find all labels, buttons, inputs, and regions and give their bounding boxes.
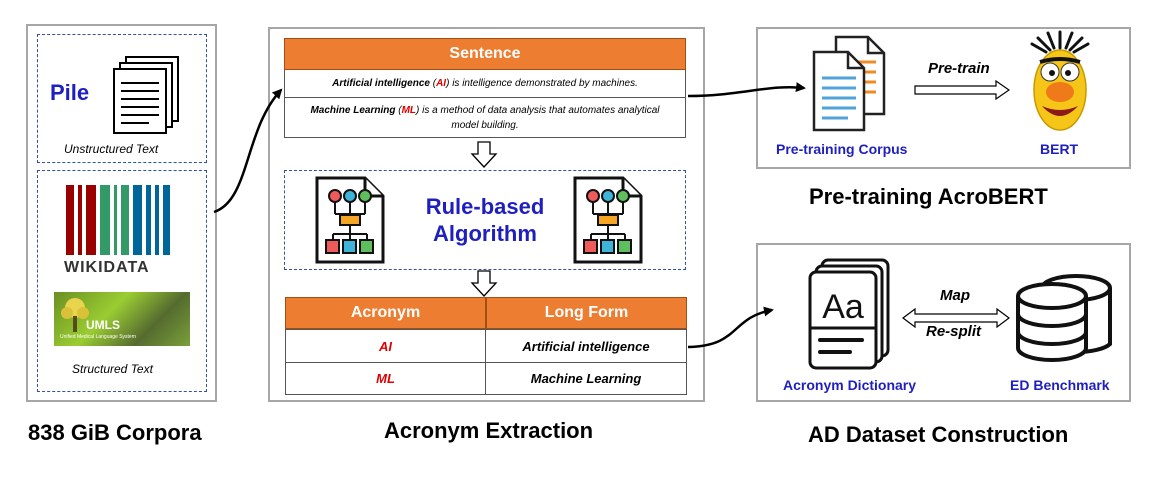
umls-logo: UMLS Unified Medical Language System [54,292,190,346]
table-to-dictionary-arrow [687,306,774,349]
umls-label: UMLS [86,318,120,332]
bert-label: BERT [1040,141,1079,157]
umls-sub: Unified Medical Language System [60,334,136,340]
flowchart-doc-icon-left [315,176,385,264]
wikidata-label: WIKIDATA [64,259,150,276]
benchmark-label: ED Benchmark [1010,377,1110,393]
dictionary-icon: Aa [808,258,890,370]
double-arrow-icon [902,308,1010,328]
map-label: Map [940,287,970,304]
table-header-longform: Long Form [486,297,687,329]
structured-box [37,170,207,392]
wikidata-logo-icon [66,185,170,255]
table-row-1-acronym: AI [285,329,486,363]
s2-open: ( [398,105,402,116]
tree-icon [61,298,89,332]
down-arrow-icon-2 [470,270,498,297]
s1-rest: is intelligence demonstrated by machines… [452,78,638,89]
s1-acronym: AI [436,78,447,89]
flowchart-doc-icon-right [573,176,643,264]
s2-close: ) [416,105,420,116]
algorithm-line-2: Algorithm [433,221,537,246]
sentence-row-2: Machine Learning (ML) is a method of dat… [284,98,686,138]
s1-long: Artificial intelligence [332,78,430,89]
s2-acronym: ML [401,105,417,116]
s1-close: ) [446,78,450,89]
down-arrow-icon [470,141,498,168]
right-arrow-icon [914,80,1010,100]
dataset-caption: AD Dataset Construction [808,422,1069,447]
s1-open: ( [432,78,437,89]
resplit-label: Re-split [926,323,982,340]
pile-label: Pile [50,80,90,105]
structured-label: Structured Text [72,362,153,376]
table-header-acronym: Acronym [285,297,486,329]
table-row-2-acronym: ML [285,363,486,395]
s2-long: Machine Learning [310,105,396,116]
s2-rest-2: model building. [451,120,519,131]
corpora-to-sentence-arrow [213,88,283,214]
sentence-header: Sentence [284,38,686,70]
unstructured-label: Unstructured Text [64,142,159,156]
algorithm-line-1: Rule-based [425,194,545,219]
database-icon [1016,274,1112,362]
sentence-row-1: Artificial intelligence (AI) is intellig… [284,70,686,98]
bert-character-icon [1030,30,1090,131]
extraction-caption: Acronym Extraction [384,418,594,443]
corpus-label: Pre-training Corpus [776,141,908,157]
algorithm-box [284,170,686,270]
sentence-to-corpus-arrow [687,82,806,98]
document-stack-icon [113,56,179,134]
pretrain-arrow-label: Pre-train [928,60,990,77]
corpus-documents-icon [812,35,886,132]
algorithm-title: Rule-based Algorithm [400,193,570,247]
table-row-1-longform: Artificial intelligence [486,329,687,363]
dictionary-glyph: Aa [822,288,864,326]
unstructured-box [37,34,207,163]
dictionary-label: Acronym Dictionary [783,377,917,393]
pretraining-caption: Pre-training AcroBERT [809,184,1048,209]
s2-rest-1: is a method of data analysis that automa… [422,105,660,116]
corpora-caption: 838 GiB Corpora [28,420,202,445]
table-row-2-longform: Machine Learning [486,363,687,395]
